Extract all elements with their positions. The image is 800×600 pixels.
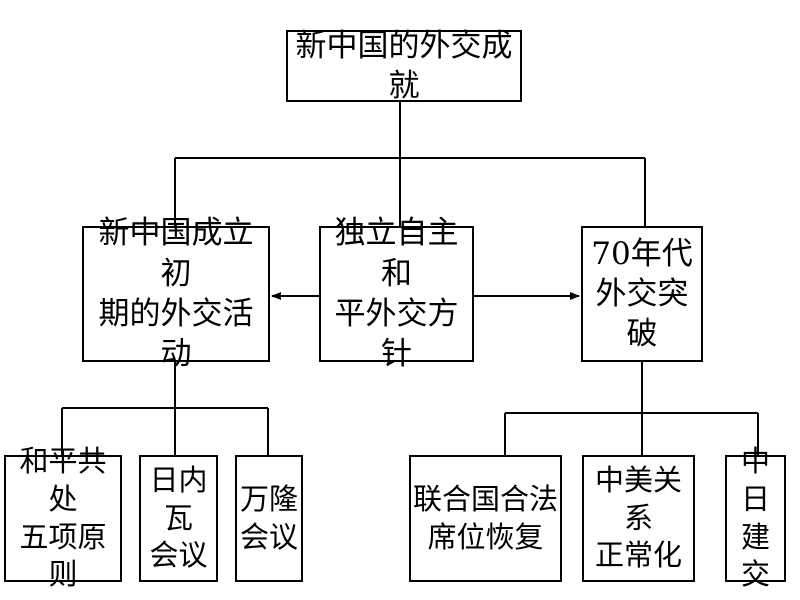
leaf-label-line1: 联合国合法 [412,481,558,516]
branch-label-line1: 70年代 [591,235,693,272]
leaf-label-line2: 建交 [740,519,770,592]
branch-node-independent-policy: 独立自主和 平外交方针 [319,215,474,372]
branch-label-line2: 平外交方针 [334,296,459,373]
root-node: 新中国的外交成就 [286,28,522,104]
leaf-label-line2: 五项原则 [19,519,107,592]
leaf-label-line2: 会议 [239,519,298,554]
branch-label-line1: 独立自主和 [334,215,459,292]
leaf-label-line2: 席位恢复 [427,519,544,554]
leaf-node-un-seat: 联合国合法 席位恢复 [409,455,562,582]
leaf-label-line2: 会议 [149,538,208,573]
leaf-node-sino-us-normalization: 中美关系 正常化 [582,455,695,582]
root-node-label: 新中国的外交成就 [295,27,513,104]
leaf-label-line1: 和平共处 [19,444,107,516]
leaf-label-line1: 万隆 [239,481,298,516]
leaf-node-sino-japan-relations: 中日 建交 [725,444,786,591]
leaf-label-line1: 日内瓦 [149,462,208,535]
leaf-label-line1: 中日 [740,444,770,516]
leaf-label-line2: 正常化 [594,538,682,573]
branch-node-early-diplomacy: 新中国成立初 期的外交活动 [82,215,270,372]
leaf-label-line1: 中美关系 [594,462,682,535]
branch-label-line2: 期的外交活动 [98,296,254,373]
branch-label-line2: 外交突破 [595,275,689,353]
leaf-node-geneva-conference: 日内瓦 会议 [139,455,218,582]
leaf-node-five-principles: 和平共处 五项原则 [4,444,122,591]
branch-node-70s-breakthrough: 70年代 外交突破 [581,226,703,362]
branch-label-line1: 新中国成立初 [98,215,254,292]
leaf-node-bandung-conference: 万隆 会议 [235,455,303,582]
